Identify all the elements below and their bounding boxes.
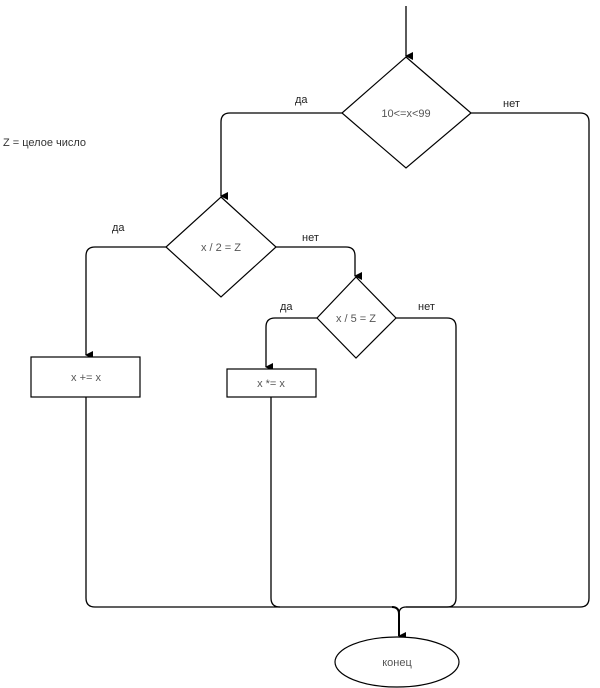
terminator-end [334, 636, 460, 688]
edge-cond3-no [396, 317, 457, 608]
process-square-text: x *= x [257, 378, 285, 390]
decision-div2 [165, 196, 277, 298]
label-cond3-no: нет [418, 301, 435, 313]
edge-cond1-yes [220, 112, 342, 200]
label-cond1-yes: да [295, 94, 308, 106]
edge-cond2-no [276, 246, 362, 280]
process-double-text: x += x [71, 372, 101, 384]
label-cond2-no: нет [302, 232, 319, 244]
edge-merge-end [391, 606, 406, 640]
label-cond2-yes: да [112, 222, 125, 234]
edge-cond1-no [406, 112, 590, 608]
edge-cond2-yes [85, 246, 166, 359]
edge-proc1-out [85, 397, 392, 608]
decision-div5-text: x / 5 = Z [336, 313, 376, 325]
decision-range-check [341, 56, 472, 169]
process-square [226, 368, 317, 398]
process-double [30, 356, 141, 398]
label-cond1-no: нет [503, 98, 520, 110]
legend-note: Z = целое число [3, 137, 86, 149]
decision-range-check-text: 10<=x<99 [381, 108, 430, 120]
label-cond3-yes: да [280, 301, 293, 313]
terminator-end-text: конец [382, 657, 412, 669]
edge-proc2-out [270, 397, 281, 608]
decision-div5 [316, 276, 397, 359]
edge-cond3-yes [265, 317, 317, 371]
edge-merge-right [398, 606, 407, 615]
decision-div2-text: x / 2 = Z [201, 242, 241, 254]
